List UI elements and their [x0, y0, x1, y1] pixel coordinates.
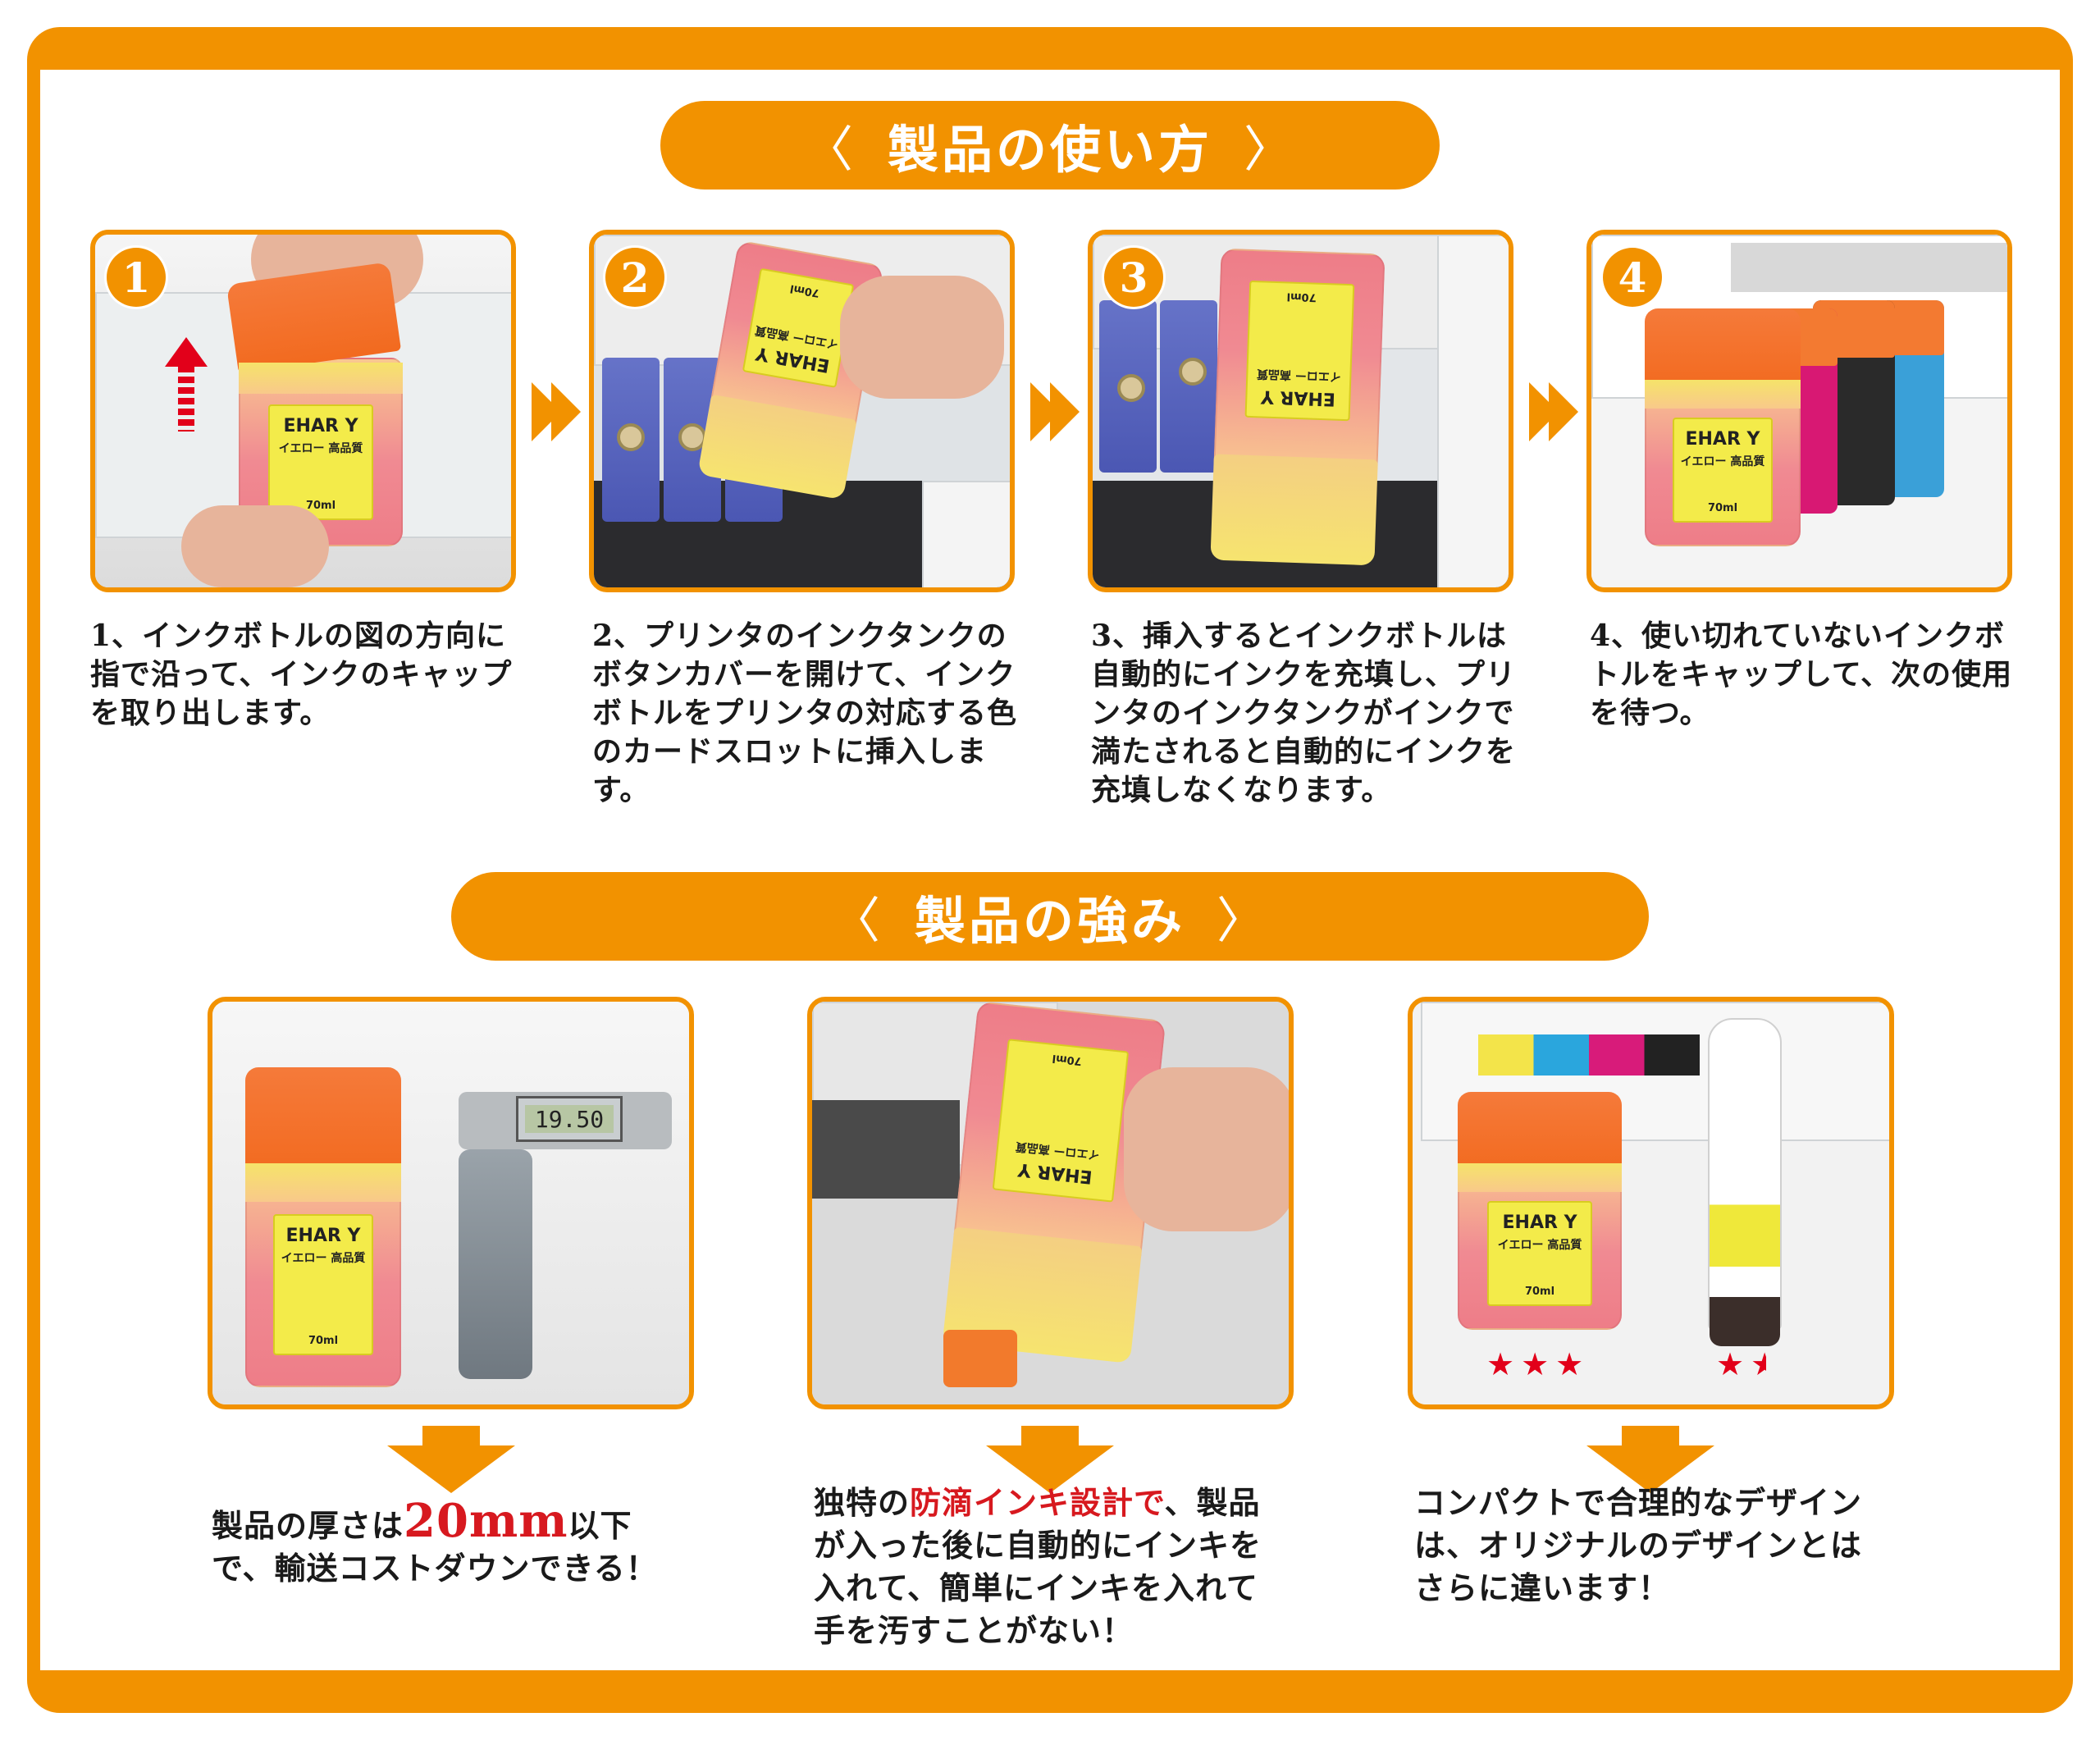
strength-2-caption: 独特の防滴インキ設計で、製品が入った後に自動的にインキを入れて、簡単にインキを入… — [814, 1484, 1262, 1649]
chevron-left-icon: 〈 — [803, 121, 856, 179]
rating-ours-stars: ★★★ — [1486, 1346, 1591, 1382]
step-4-badge: 4 — [1603, 248, 1662, 307]
caliper-display: 19.50 — [525, 1105, 614, 1133]
rating-original-stars: ★★ — [1716, 1346, 1766, 1382]
strength-1-highlight: 20mm — [404, 1494, 568, 1548]
chevron-right-icon: 〉 — [1217, 892, 1269, 950]
step-2-caption: 2、プリンタのインクタンクのボタンカバーを開けて、インクボトルをプリンタの対応す… — [592, 619, 1018, 807]
strength-section-banner: 〈 製品の強み 〉 — [451, 872, 1649, 961]
strength-section-title: 製品の強み — [914, 891, 1185, 951]
chevron-left-icon: 〈 — [830, 892, 883, 950]
down-arrow-icon — [1585, 1426, 1716, 1493]
strength-2-highlight: 防滴インキ設計で — [910, 1484, 1165, 1521]
step-4-caption: 4、使い切れていないインクボトルをキャップして、次の使用を待つ。 — [1590, 619, 2013, 730]
step-3-badge: 3 — [1104, 248, 1163, 307]
strength-3-caption: コンパクトで合理的なデザインは、オリジナルのデザインとはさらに違います！ — [1414, 1484, 1863, 1606]
usage-section-banner: 〈 製品の使い方 〉 — [660, 101, 1440, 190]
chevron-right-icon: 〉 — [1244, 121, 1296, 179]
step-1-caption: 1、インクボトルの図の方向に指で沿って、インクのキャップを取り出します。 — [90, 619, 513, 730]
step-2-badge: 2 — [605, 248, 664, 307]
step-1-badge: 1 — [107, 248, 166, 307]
down-arrow-icon — [984, 1426, 1116, 1493]
usage-section-title: 製品の使い方 — [887, 120, 1212, 180]
down-arrow-icon — [386, 1426, 517, 1493]
step-3-caption: 3、挿入するとインクボトルは自動的にインクを充填し、プリンタのインクタンクがイン… — [1091, 619, 1517, 807]
strength-1-caption: 製品の厚さは20mm以下で、輸送コストダウンできる！ — [212, 1494, 658, 1587]
